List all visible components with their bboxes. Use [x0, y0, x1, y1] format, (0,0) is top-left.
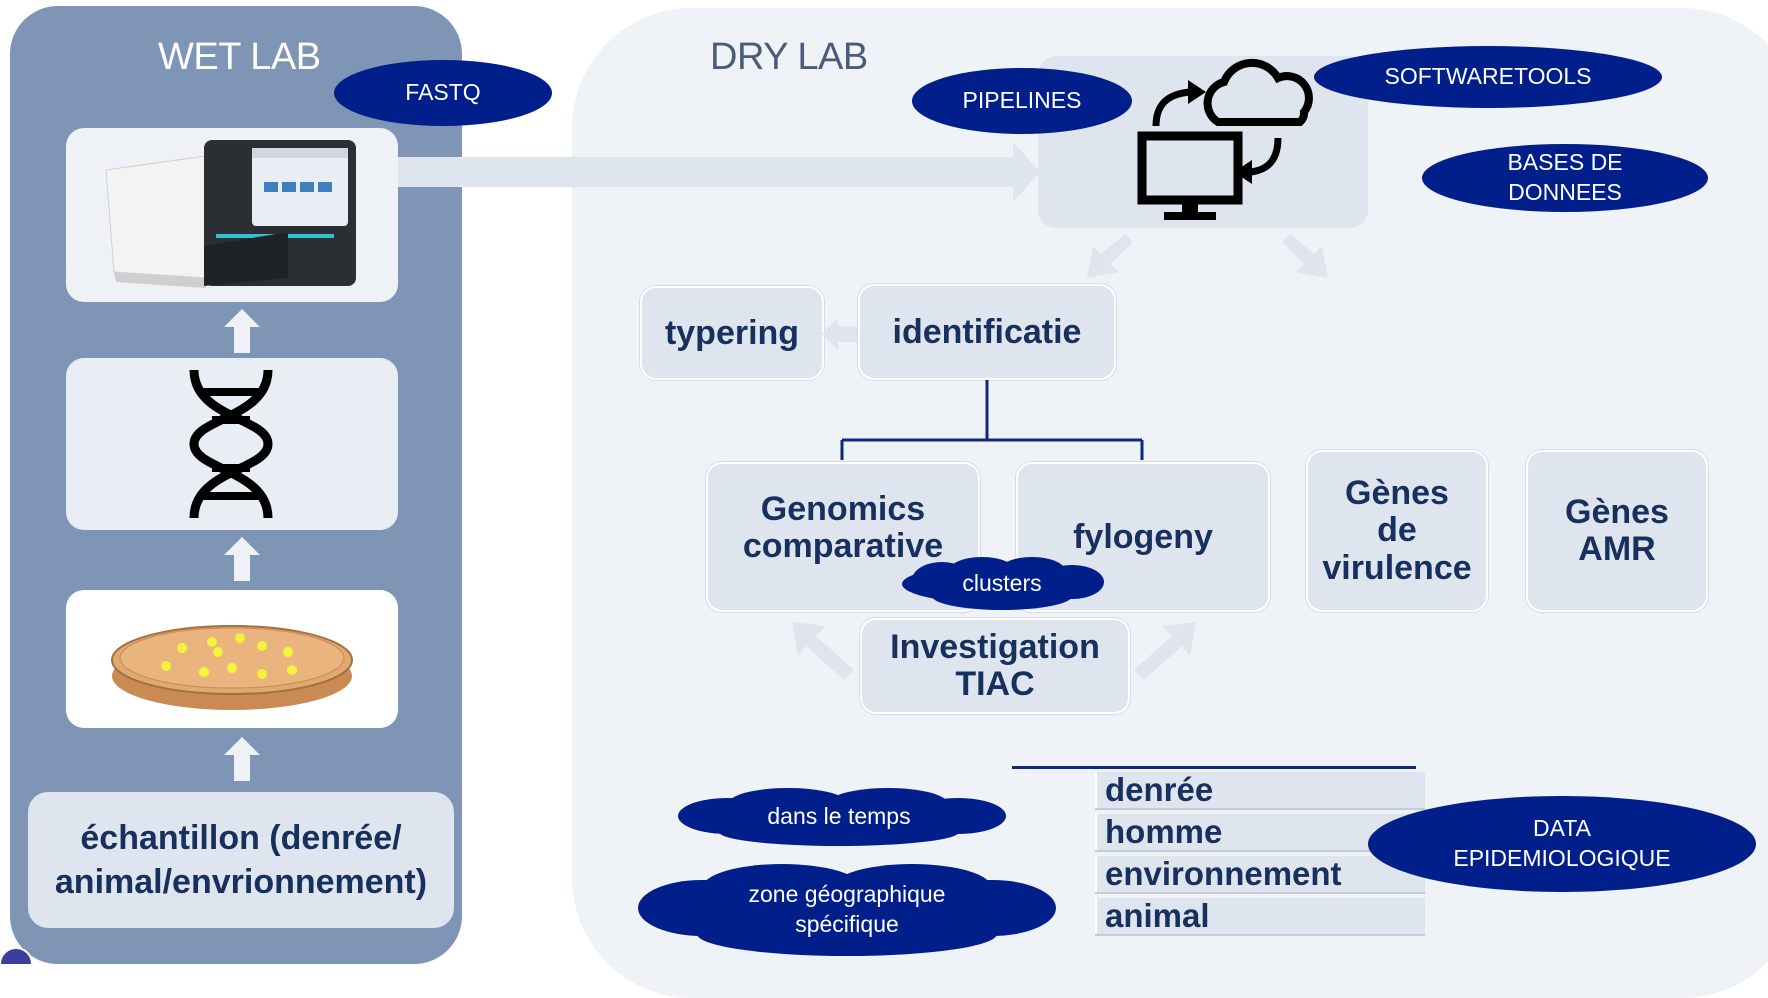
softwaretools-oval: SOFTWARETOOLS: [1314, 46, 1662, 108]
fastq-oval: FASTQ: [334, 60, 552, 126]
zone-geographique-cloud: [638, 864, 1056, 956]
pipelines-oval: PIPELINES: [912, 68, 1132, 134]
up-arrow-icon: [224, 737, 260, 781]
amr-genes-box: Gènes AMR: [1526, 450, 1708, 612]
data-epi-label: DATA EPIDEMIOLOGIQUE: [1453, 815, 1671, 871]
typering-box: typering: [640, 286, 824, 380]
data-epidemiologique-oval: DATA EPIDEMIOLOGIQUE: [1368, 796, 1756, 892]
sequencer-to-computer-arrow: [395, 142, 1040, 202]
up-arrow-icon: [224, 537, 260, 581]
bases-de-donnees-oval: BASES DE DONNEES: [1422, 144, 1708, 212]
investigation-tiac-box: Investigation TIAC: [860, 618, 1130, 714]
tree-connector: [840, 380, 1144, 460]
bases-label: BASES DE DONNEES: [1507, 149, 1623, 205]
down-right-arrow: [1282, 234, 1328, 278]
fastq-label: FASTQ: [405, 79, 481, 106]
sample-box: échantillon (denrée/ animal/envrionnemen…: [28, 792, 454, 928]
pipelines-label: PIPELINES: [962, 87, 1082, 114]
up-left-arrow: [792, 622, 854, 680]
typering-label: typering: [664, 313, 800, 352]
clusters-label: clusters: [962, 570, 1042, 597]
up-arrow-icon: [224, 309, 260, 353]
petri-dish-icon: [111, 625, 353, 710]
epi-divider: [1012, 766, 1416, 769]
dna-icon: [189, 369, 273, 519]
softwaretools-label: SOFTWARETOOLS: [1384, 63, 1592, 90]
up-right-arrow: [1134, 622, 1196, 680]
genomics-label: Genomics comparative: [742, 489, 944, 565]
petri-dish-card: [66, 590, 398, 728]
identificatie-box: identificatie: [858, 284, 1116, 380]
left-arrow: [822, 318, 858, 350]
zone-geographique-label: zone géographique spécifique: [748, 881, 946, 937]
cloud-computer-icon: [1137, 58, 1313, 220]
investigation-label: Investigation TIAC: [890, 627, 1100, 703]
virulence-genes-box: Gènes de virulence: [1306, 450, 1488, 612]
dans-le-temps-label: dans le temps: [767, 803, 911, 830]
dans-le-temps-cloud: [678, 788, 1006, 846]
dna-card: [66, 358, 398, 530]
sample-label: échantillon (denrée/ animal/envrionnemen…: [54, 818, 428, 901]
identificatie-label: identificatie: [892, 312, 1082, 351]
sequencer-icon: [105, 140, 356, 288]
sequencer-card: [66, 128, 398, 302]
dry-lab-title: DRY LAB: [710, 36, 868, 78]
down-left-arrow: [1087, 234, 1133, 278]
amr-label: Gènes AMR: [1565, 492, 1669, 568]
epi-item-denree: denrée: [1095, 772, 1425, 808]
logo-icon: [0, 947, 33, 964]
wet-lab-title: WET LAB: [158, 36, 321, 78]
epi-item-environnement: environnement: [1095, 856, 1425, 892]
clusters-cloud: [902, 557, 1104, 610]
virulence-label: Gènes de virulence: [1322, 473, 1472, 587]
fylogeny-label: fylogeny: [1073, 517, 1213, 556]
epi-item-animal: animal: [1095, 898, 1425, 934]
